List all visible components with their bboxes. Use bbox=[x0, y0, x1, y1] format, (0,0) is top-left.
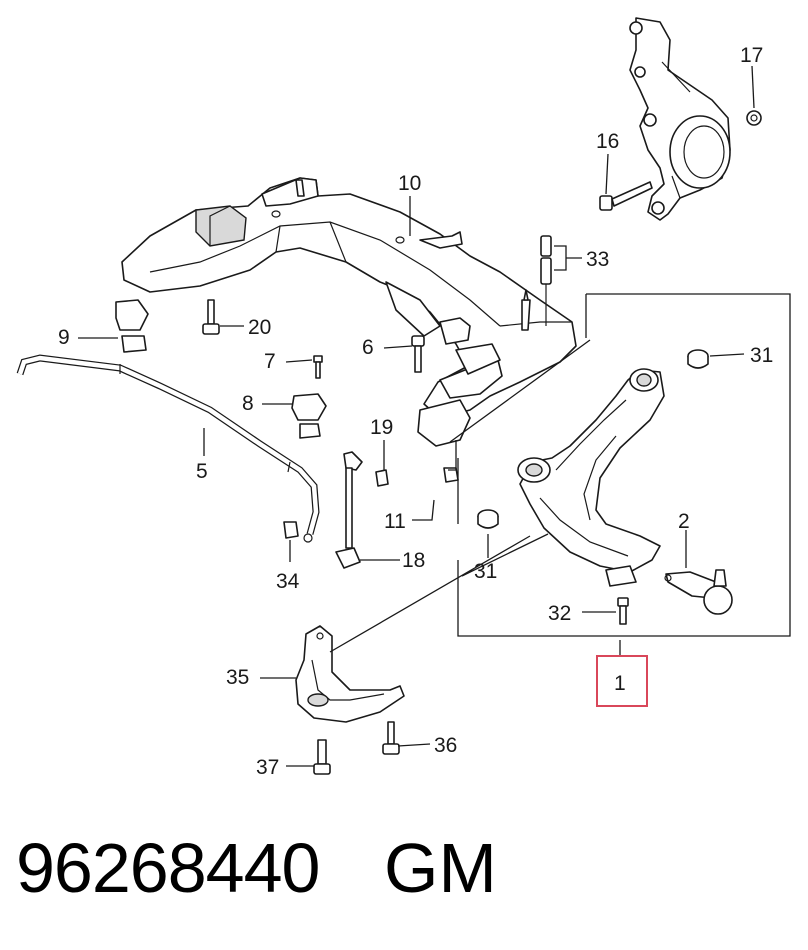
label-35: 35 bbox=[226, 666, 249, 689]
bolt-36 bbox=[382, 721, 400, 755]
label-36: 36 bbox=[434, 734, 457, 757]
bolt-37 bbox=[313, 739, 331, 775]
label-32: 32 bbox=[548, 602, 571, 625]
label-31-upper: 31 bbox=[750, 344, 773, 367]
bushing-clamp-8 bbox=[291, 393, 327, 439]
label-17: 17 bbox=[740, 44, 763, 67]
label-8: 8 bbox=[242, 392, 254, 415]
bushing-33 bbox=[540, 235, 552, 326]
label-7: 7 bbox=[264, 350, 276, 373]
bolt-20 bbox=[202, 299, 220, 335]
label-19: 19 bbox=[370, 416, 393, 439]
suspension-parts-diagram: 17 16 10 33 31 2 32 31 11 6 7 8 9 20 19 … bbox=[16, 17, 791, 779]
label-34: 34 bbox=[276, 570, 300, 593]
label-18: 18 bbox=[402, 549, 425, 572]
label-11: 11 bbox=[384, 510, 406, 533]
bushing-31-upper bbox=[687, 349, 709, 369]
label-16: 16 bbox=[596, 130, 619, 153]
bolt-6 bbox=[411, 335, 425, 373]
label-9: 9 bbox=[58, 326, 70, 349]
label-1: 1 bbox=[614, 672, 626, 695]
nut-19 bbox=[375, 469, 389, 487]
bracket-35 bbox=[295, 625, 405, 723]
label-20: 20 bbox=[248, 316, 271, 339]
label-2: 2 bbox=[678, 510, 690, 533]
nut-11 bbox=[443, 467, 459, 483]
stabilizer-link bbox=[335, 451, 363, 569]
brand-name: GM bbox=[384, 829, 497, 907]
highlighted-part-callout: 1 bbox=[596, 655, 648, 707]
bolt-7 bbox=[313, 355, 323, 379]
bolt-32 bbox=[617, 597, 629, 625]
nut-34 bbox=[283, 521, 313, 543]
leader-lines bbox=[78, 65, 755, 767]
label-10: 10 bbox=[398, 172, 421, 195]
label-6: 6 bbox=[362, 336, 374, 359]
bushing-clamp-9 bbox=[115, 299, 149, 353]
lower-control-arm bbox=[517, 368, 665, 587]
stabilizer-bar bbox=[16, 354, 320, 535]
callout-labels: 17 16 10 33 31 2 32 31 11 6 7 8 9 20 19 … bbox=[58, 44, 773, 779]
steering-knuckle bbox=[629, 17, 731, 221]
label-37: 37 bbox=[256, 756, 279, 779]
part-number: 96268440 bbox=[16, 829, 320, 907]
label-5: 5 bbox=[196, 460, 208, 483]
control-arm-assembly-box bbox=[457, 293, 791, 637]
label-33: 33 bbox=[586, 248, 609, 271]
bushing-31-lower bbox=[477, 509, 499, 529]
nut-17 bbox=[746, 110, 762, 126]
front-crossmember bbox=[121, 177, 577, 447]
label-31-lower: 31 bbox=[474, 560, 497, 583]
ball-joint bbox=[664, 569, 733, 615]
bolt-16 bbox=[599, 181, 653, 211]
